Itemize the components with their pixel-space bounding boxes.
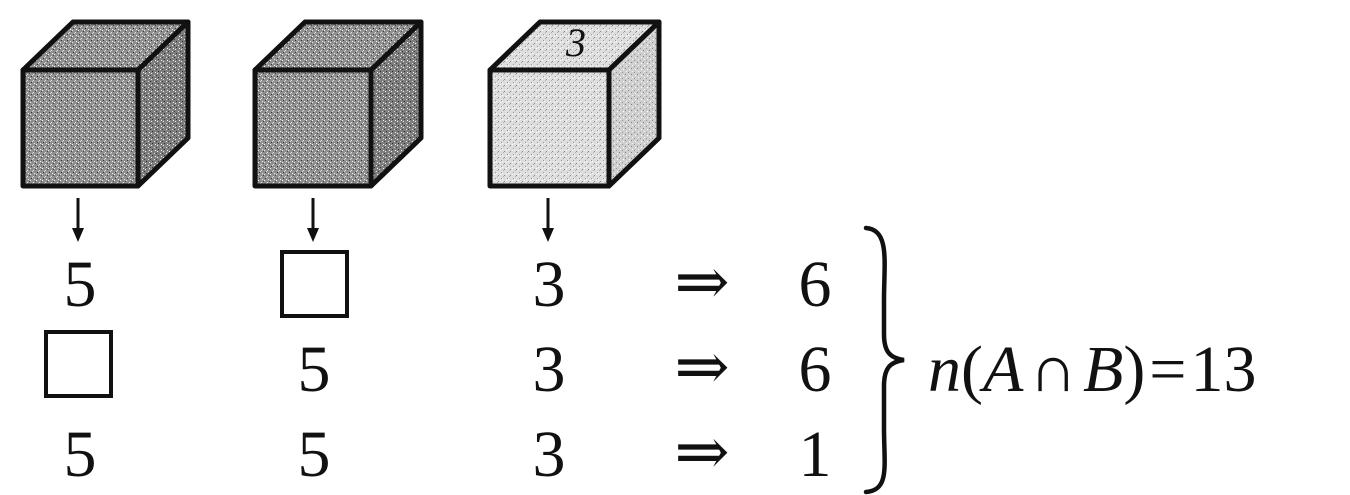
eq-value: 13 — [1191, 333, 1257, 406]
eq-set-a: A — [979, 333, 1024, 406]
outcome-row-2: 5 3 ⇒ 6 — [46, 331, 832, 406]
row-3-result: 1 — [799, 418, 832, 491]
row-2-die-3-value: 3 — [533, 333, 566, 406]
outcome-row-1: 5 3 ⇒ 6 — [64, 246, 832, 321]
eq-intersection-symbol: ∩ — [1029, 333, 1077, 406]
die-2-front-face — [255, 70, 371, 186]
row-1-die-3-value: 3 — [533, 248, 566, 321]
arrow-die-1 — [72, 198, 84, 242]
outcome-row-3: 5 5 3 ⇒ 1 — [64, 416, 832, 491]
row-3-die-2-value: 5 — [298, 418, 331, 491]
eq-set-b: B — [1083, 333, 1123, 406]
row-2-implies-arrow: ⇒ — [674, 331, 729, 404]
row-2-die-2-value: 5 — [298, 333, 331, 406]
arrow-die-2 — [307, 198, 319, 242]
die-1 — [23, 22, 188, 186]
row-1-implies-arrow: ⇒ — [674, 246, 729, 319]
row-1-result: 6 — [799, 248, 832, 321]
row-3-die-1-value: 5 — [64, 418, 97, 491]
right-curly-brace — [866, 228, 904, 492]
eq-n: n — [928, 333, 961, 406]
row-2-result: 6 — [799, 333, 832, 406]
die-3-front-face — [490, 70, 609, 186]
eq-equals: = — [1149, 333, 1186, 406]
intersection-count-equation: n(A∩B)=13 — [928, 333, 1257, 406]
row-3-implies-arrow: ⇒ — [674, 416, 729, 489]
row-3-die-3-value: 3 — [533, 418, 566, 491]
die-1-front-face — [23, 70, 138, 186]
die-3-top-label: 3 — [565, 20, 586, 65]
die-2 — [255, 22, 421, 186]
row-1-die-2-blank-box — [282, 252, 347, 316]
row-1-die-1-value: 5 — [64, 248, 97, 321]
eq-right-paren: ) — [1123, 333, 1145, 406]
arrow-die-3 — [542, 198, 554, 242]
row-2-die-1-blank-box — [46, 332, 111, 396]
eq-left-paren: ( — [961, 333, 983, 406]
die-3: 3 — [490, 20, 659, 186]
